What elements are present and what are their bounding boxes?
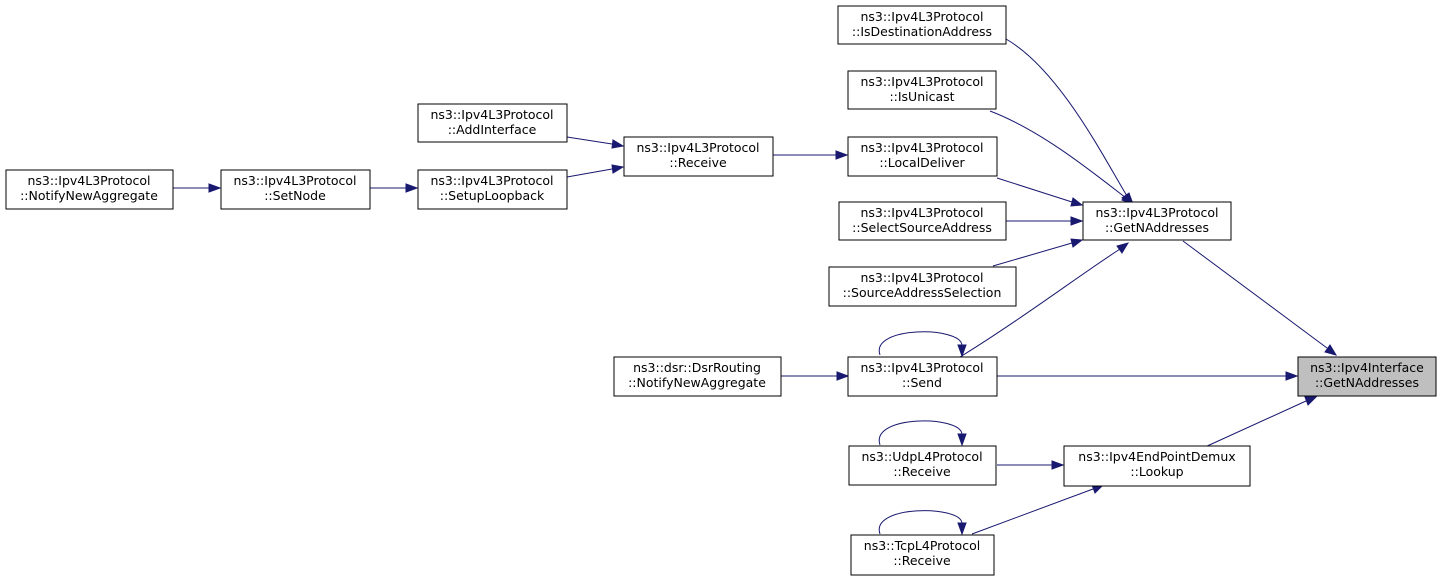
arrowhead bbox=[957, 344, 967, 358]
edge-send-to-getnaddresses bbox=[959, 248, 1121, 358]
node-label-line2: ::AddInterface bbox=[448, 122, 537, 137]
node-setnode[interactable]: ns3::Ipv4L3Protocol ::SetNode bbox=[220, 169, 371, 210]
node-label-line2: ::Receive bbox=[669, 155, 727, 170]
node-label-line2: ::IsUnicast bbox=[889, 89, 954, 104]
node-label-line2: ::NotifyNewAggregate bbox=[20, 188, 158, 203]
node-receive[interactable]: ns3::Ipv4L3Protocol ::Receive bbox=[623, 136, 774, 177]
node-label-line1: ns3::Ipv4Interface bbox=[1310, 360, 1424, 375]
node-label-line2: ::IsDestinationAddress bbox=[852, 24, 992, 39]
node-notifynewaggregate[interactable]: ns3::Ipv4L3Protocol ::NotifyNewAggregate bbox=[5, 169, 174, 210]
edge-localdeliver-to-getnaddresses bbox=[996, 177, 1073, 203]
arrowhead bbox=[1116, 242, 1130, 254]
node-label-line1: ns3::Ipv4L3Protocol bbox=[860, 74, 983, 89]
arrowhead bbox=[611, 139, 625, 149]
arrowhead bbox=[835, 150, 849, 160]
node-label-line2: ::NotifyNewAggregate bbox=[628, 375, 766, 390]
node-label-line2: ::SourceAddressSelection bbox=[843, 285, 1002, 300]
node-endpointdemux-lookup[interactable]: ns3::Ipv4EndPointDemux ::Lookup bbox=[1063, 445, 1251, 487]
node-label-line1: ns3::Ipv4L3Protocol bbox=[860, 9, 983, 24]
node-tcpl4-receive[interactable]: ns3::TcpL4Protocol ::Receive bbox=[850, 534, 995, 576]
node-label-line2: ::LocalDeliver bbox=[879, 155, 965, 170]
node-label-line2: ::Send bbox=[902, 375, 942, 390]
node-label-line1: ns3::TcpL4Protocol bbox=[864, 538, 980, 553]
arrowhead bbox=[1304, 396, 1318, 406]
arrowhead bbox=[1051, 460, 1065, 470]
node-label-line1: ns3::Ipv4L3Protocol bbox=[860, 140, 983, 155]
arrowhead bbox=[836, 371, 850, 381]
node-label-line1: ns3::Ipv4L3Protocol bbox=[636, 140, 759, 155]
node-label-line2: ::Lookup bbox=[1130, 464, 1183, 479]
arrowhead bbox=[405, 183, 419, 193]
edge-send-self-loop bbox=[878, 331, 963, 356]
arrowhead bbox=[957, 433, 967, 447]
edge-sourceaddressselection-to-getnaddresses bbox=[992, 242, 1073, 267]
node-label-line2: ::SelectSourceAddress bbox=[852, 220, 992, 235]
arrowhead bbox=[1070, 216, 1084, 226]
node-label-line1: ns3::Ipv4L3Protocol bbox=[233, 173, 356, 188]
arrowhead bbox=[611, 164, 625, 174]
node-getnaddresses-l3[interactable]: ns3::Ipv4L3Protocol ::GetNAddresses bbox=[1082, 201, 1232, 241]
arrowhead bbox=[1285, 371, 1299, 381]
node-label-line2: ::Receive bbox=[893, 464, 951, 479]
node-localdeliver[interactable]: ns3::Ipv4L3Protocol ::LocalDeliver bbox=[847, 136, 998, 177]
edge-tcpreceive-to-lookup bbox=[971, 488, 1094, 535]
node-label-line1: ns3::Ipv4L3Protocol bbox=[27, 173, 150, 188]
node-label-line2: ::SetNode bbox=[264, 188, 326, 203]
node-addinterface[interactable]: ns3::Ipv4L3Protocol ::AddInterface bbox=[417, 103, 568, 143]
node-label-line2: ::SetupLoopback bbox=[440, 188, 545, 203]
edge-udpreceive-self-loop bbox=[878, 420, 963, 446]
arrowhead bbox=[1070, 197, 1084, 207]
node-isunicast[interactable]: ns3::Ipv4L3Protocol ::IsUnicast bbox=[847, 70, 997, 110]
node-label-line2: ::Receive bbox=[893, 553, 951, 568]
arrowhead bbox=[1070, 238, 1084, 248]
node-label-line1: ns3::UdpL4Protocol bbox=[861, 449, 982, 464]
node-label-line1: ns3::dsr::DsrRouting bbox=[633, 360, 761, 375]
edges bbox=[173, 38, 1338, 536]
node-label-line2: ::GetNAddresses bbox=[1105, 220, 1209, 235]
node-label-line1: ns3::Ipv4L3Protocol bbox=[860, 360, 983, 375]
node-send[interactable]: ns3::Ipv4L3Protocol ::Send bbox=[847, 356, 998, 397]
edge-getnaddresses-to-interface bbox=[1182, 240, 1328, 349]
node-label-line1: ns3::Ipv4L3Protocol bbox=[1095, 205, 1218, 220]
arrowhead bbox=[957, 522, 967, 536]
edge-setuploopback-to-receive bbox=[566, 168, 613, 178]
edge-isunicast-to-getnaddresses bbox=[989, 110, 1127, 199]
node-label-line1: ns3::Ipv4L3Protocol bbox=[860, 205, 983, 220]
node-label-line1: ns3::Ipv4EndPointDemux bbox=[1078, 449, 1235, 464]
node-selectsourceaddress[interactable]: ns3::Ipv4L3Protocol ::SelectSourceAddres… bbox=[838, 201, 1007, 241]
node-label-line1: ns3::Ipv4L3Protocol bbox=[430, 107, 553, 122]
node-setuploopback[interactable]: ns3::Ipv4L3Protocol ::SetupLoopback bbox=[417, 169, 568, 210]
node-isdestinationaddress[interactable]: ns3::Ipv4L3Protocol ::IsDestinationAddre… bbox=[837, 5, 1007, 45]
node-dsr-notifynewaggregate[interactable]: ns3::dsr::DsrRouting ::NotifyNewAggregat… bbox=[613, 356, 782, 397]
node-ipv4interface-getnaddresses[interactable]: ns3::Ipv4Interface ::GetNAddresses bbox=[1297, 356, 1437, 397]
edge-tcpreceive-self-loop bbox=[878, 510, 963, 535]
edge-isdestinationaddress-to-getnaddresses bbox=[1005, 38, 1128, 197]
edge-lookup-to-interface bbox=[1204, 400, 1307, 448]
node-label-line1: ns3::Ipv4L3Protocol bbox=[860, 270, 983, 285]
arrowhead bbox=[208, 183, 222, 193]
edge-addinterface-to-receive bbox=[566, 136, 613, 145]
node-sourceaddressselection[interactable]: ns3::Ipv4L3Protocol ::SourceAddressSelec… bbox=[828, 266, 1017, 307]
arrowhead bbox=[1324, 344, 1338, 356]
node-label-line1: ns3::Ipv4L3Protocol bbox=[430, 173, 553, 188]
node-label-line2: ::GetNAddresses bbox=[1315, 375, 1419, 390]
node-udpl4-receive[interactable]: ns3::UdpL4Protocol ::Receive bbox=[848, 445, 997, 486]
